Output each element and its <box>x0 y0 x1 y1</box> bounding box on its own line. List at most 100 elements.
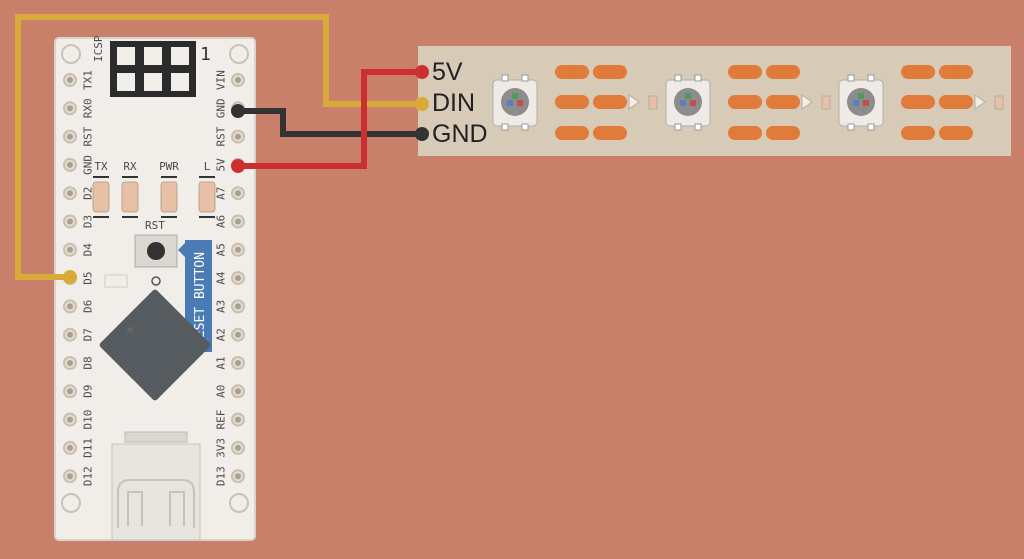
5v-wire <box>238 69 422 169</box>
led-lead <box>674 123 682 131</box>
usb-pins <box>124 431 188 443</box>
pin-label-a5: A5 <box>215 243 228 256</box>
led-label-tx: TX <box>94 160 108 173</box>
led-lead <box>867 123 875 131</box>
led-lead <box>694 123 702 131</box>
pin-label-d6: D6 <box>82 300 95 313</box>
icsp-pin <box>171 73 189 91</box>
strip-pad <box>593 95 627 109</box>
icsp-pin <box>117 47 135 65</box>
strip-resistor <box>648 95 658 110</box>
pin-label-d8: D8 <box>82 356 95 369</box>
led-l <box>198 181 216 213</box>
pin-center <box>235 133 241 140</box>
usb-shell <box>111 443 201 541</box>
strip-pad <box>555 95 589 109</box>
led-strip <box>418 46 1011 156</box>
pin-center <box>67 218 73 225</box>
data-direction-arrow <box>628 94 640 110</box>
usb-outline <box>117 479 195 528</box>
strip-pad <box>939 95 973 109</box>
led-label-rx: RX <box>123 160 137 173</box>
mounting-hole <box>61 44 81 64</box>
pin-center <box>67 303 73 310</box>
icsp-pin <box>144 73 162 91</box>
label-5v: 5V <box>432 58 463 86</box>
mounting-hole <box>229 44 249 64</box>
pin-center <box>67 473 73 480</box>
led-pwr <box>160 181 178 213</box>
strip-led-lens <box>847 88 875 116</box>
pin-center <box>235 303 241 310</box>
reset-label: RST <box>145 219 165 232</box>
pin-label-d9: D9 <box>82 385 95 398</box>
5v-wire-end-board <box>231 159 245 173</box>
reset-button-cap[interactable] <box>147 242 165 260</box>
strip-pad <box>555 65 589 79</box>
pin-center <box>67 331 73 338</box>
pin-label-d7: D7 <box>82 328 95 341</box>
led-lead <box>501 74 509 82</box>
strip-pad <box>728 65 762 79</box>
strip-pad <box>766 126 800 140</box>
led-die-blue <box>507 100 513 106</box>
pin-center <box>235 218 241 225</box>
pin-label-d4: D4 <box>82 243 95 257</box>
pin-label-vin: VIN <box>215 70 228 90</box>
led-die-green <box>858 93 864 99</box>
pin-center <box>67 190 73 197</box>
label-din: DIN <box>432 89 475 117</box>
reset-callout-text: RESET BUTTON <box>193 252 208 346</box>
icsp-label: ICSP <box>92 35 105 62</box>
strip-pad <box>901 126 935 140</box>
5v-wire-end-strip <box>415 65 429 79</box>
usb-connector <box>111 431 201 541</box>
gnd-wire-end-strip <box>415 127 429 141</box>
pin-label-d10: D10 <box>82 410 95 430</box>
pin-label-ref: REF <box>215 410 228 430</box>
strip-connection-labels: 5V DIN GND <box>432 58 488 148</box>
pin-center <box>235 473 241 480</box>
pin-center <box>67 161 73 168</box>
pin-label-a1: A1 <box>215 356 228 369</box>
led-lead <box>847 123 855 131</box>
mounting-hole <box>229 493 249 513</box>
led-die-red <box>863 100 869 106</box>
pin-label-rx0: RX0 <box>82 98 95 118</box>
pin-label-d5: D5 <box>82 271 95 284</box>
pin-label-d12: D12 <box>82 466 95 486</box>
crystal-outline <box>104 274 128 288</box>
reset-button[interactable]: RST <box>134 219 178 268</box>
pin-center <box>67 105 73 112</box>
led-lead <box>847 74 855 82</box>
pin-label-d3: D3 <box>82 215 95 228</box>
led-die-red <box>690 100 696 106</box>
data-wire-end-board <box>63 270 77 284</box>
data-wire-end-strip <box>415 97 429 111</box>
data-wire <box>15 14 422 280</box>
pin-label-gnd: GND <box>215 98 228 118</box>
pin-center <box>67 246 73 253</box>
data-direction-arrow <box>801 94 813 110</box>
gnd-wire-end-board <box>231 104 245 118</box>
label-gnd: GND <box>432 120 488 148</box>
icsp-pin <box>117 73 135 91</box>
led-lead <box>501 123 509 131</box>
fiducial-mark <box>151 276 161 286</box>
pin-label-a3: A3 <box>215 300 228 313</box>
chip-dot <box>127 327 133 333</box>
led-lead <box>674 74 682 82</box>
pin-center <box>67 416 73 423</box>
pin-center <box>235 444 241 451</box>
reset-button-body[interactable] <box>134 234 178 268</box>
pin-label-tx1: TX1 <box>82 70 95 90</box>
chip-body <box>99 289 211 401</box>
strip-resistor <box>821 95 831 110</box>
led-die-blue <box>680 100 686 106</box>
arduino-nano-board: ICSP 1 TX1RX0RSTGNDD2D3D4D5D6D7D8D9D10D1… <box>54 35 256 541</box>
pin-label-5v: 5V <box>215 158 228 172</box>
pin-label-rst: RST <box>215 126 228 146</box>
pin-center <box>235 388 241 395</box>
icsp-header: ICSP 1 <box>92 35 211 97</box>
